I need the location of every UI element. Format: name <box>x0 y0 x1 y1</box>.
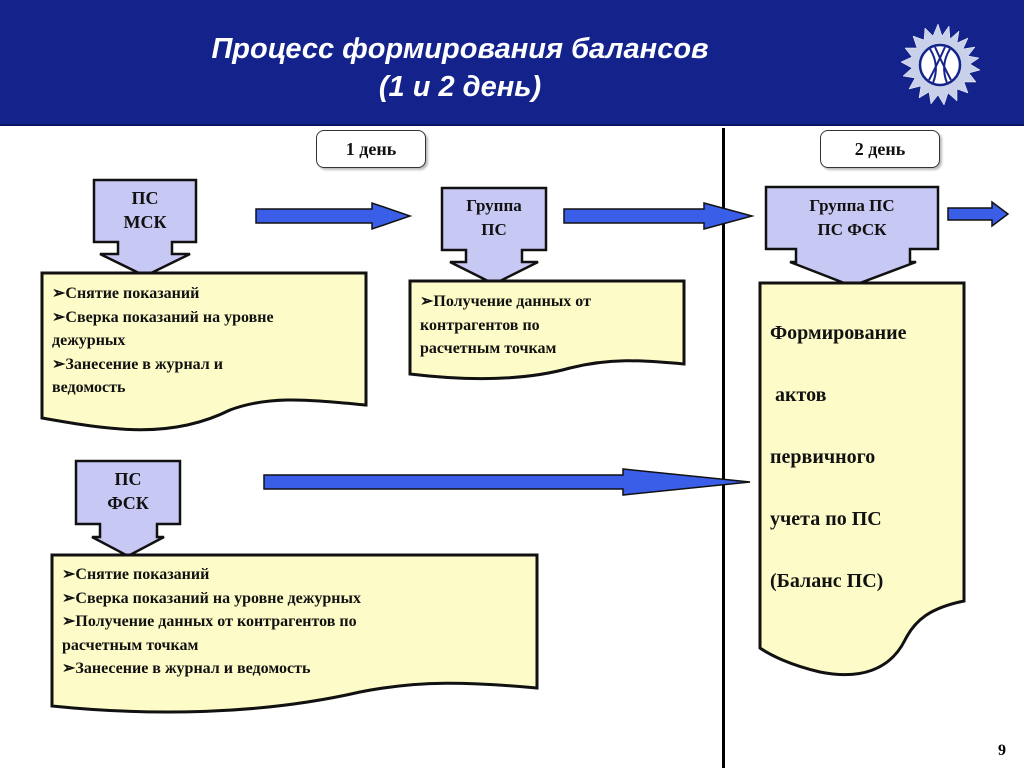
doc-line: расчетным точкам <box>420 340 557 357</box>
doc-line: дежурных <box>52 332 126 349</box>
group-ps-label: Группа ПС <box>442 194 546 242</box>
arrow-msk-to-group <box>255 201 413 231</box>
ps-msk-document-text: ➢Снятие показаний ➢Сверка показаний на у… <box>52 282 274 400</box>
title-line-1: Процесс формирования балансов <box>211 33 709 65</box>
doc-line: Формирование <box>770 322 907 344</box>
group-ps-fsk-line-2: ПС ФСК <box>817 220 887 239</box>
doc-line: расчетным точкам <box>62 636 199 654</box>
slide-header: Процесс формирования балансов (1 и 2 ден… <box>0 0 1024 126</box>
balance-document-shape <box>758 281 966 677</box>
page-number: 9 <box>998 742 1006 759</box>
doc-line: ➢Сверка показаний на уровне дежурных <box>62 589 361 607</box>
ps-fsk-document-text: ➢Снятие показаний ➢Сверка показаний на у… <box>62 563 361 681</box>
group-ps-fsk-box-shape <box>764 185 940 288</box>
day-1-label: 1 день <box>316 130 426 168</box>
ps-fsk-line-1: ПС <box>114 469 142 489</box>
ps-msk-box-shape <box>92 178 198 278</box>
doc-line: ведомость <box>52 379 126 396</box>
ps-msk-label: ПС МСК <box>94 186 196 234</box>
group-ps-fsk-label: Группа ПС ПС ФСК <box>766 194 938 242</box>
ps-fsk-box-shape <box>74 459 182 558</box>
day-2-label: 2 день <box>820 130 940 168</box>
title-line-2: (1 и 2 день) <box>378 71 542 103</box>
group-ps-fsk-line-1: Группа ПС <box>809 196 895 215</box>
ps-msk-document-shape <box>40 271 368 432</box>
balance-document-text: Формирование актов первичного учета по П… <box>770 322 907 632</box>
group-ps-document-shape <box>408 279 686 381</box>
ps-msk-line-2: МСК <box>123 212 167 232</box>
group-ps-box-shape <box>440 186 548 286</box>
doc-line: (Баланс ПС) <box>770 570 884 592</box>
doc-line: первичного <box>770 446 876 468</box>
ps-fsk-label: ПС ФСК <box>76 467 180 515</box>
doc-line: контрагентов по <box>420 316 540 334</box>
group-ps-document-text: ➢Получение данных от контрагентов по рас… <box>420 290 591 361</box>
ps-fsk-line-2: ФСК <box>107 493 149 513</box>
sun-circle-logo-icon <box>900 23 981 106</box>
doc-line: актов <box>770 384 827 406</box>
doc-line: ➢Получение данных от <box>420 293 591 310</box>
ps-fsk-document-shape <box>50 553 539 714</box>
doc-line: ➢Сверка показаний на уровне <box>52 308 274 326</box>
day-divider-line <box>722 128 725 768</box>
doc-line: учета по ПС <box>770 508 882 530</box>
arrow-fsk-to-balance <box>263 468 751 496</box>
group-ps-line-1: Группа <box>466 196 522 215</box>
doc-line: ➢Занесение в журнал и ведомость <box>62 660 311 677</box>
ps-msk-line-1: ПС <box>131 188 159 208</box>
doc-line: ➢Занесение в журнал и <box>52 355 223 373</box>
doc-line: ➢Снятие показаний <box>52 285 200 302</box>
group-ps-line-2: ПС <box>481 220 507 239</box>
arrow-day2-onward <box>947 200 1010 228</box>
slide-title: Процесс формирования балансов (1 и 2 ден… <box>120 30 800 106</box>
arrow-group-to-day2 <box>563 202 755 230</box>
doc-line: ➢Снятие показаний <box>62 566 210 583</box>
doc-line: ➢Получение данных от контрагентов по <box>62 613 357 630</box>
